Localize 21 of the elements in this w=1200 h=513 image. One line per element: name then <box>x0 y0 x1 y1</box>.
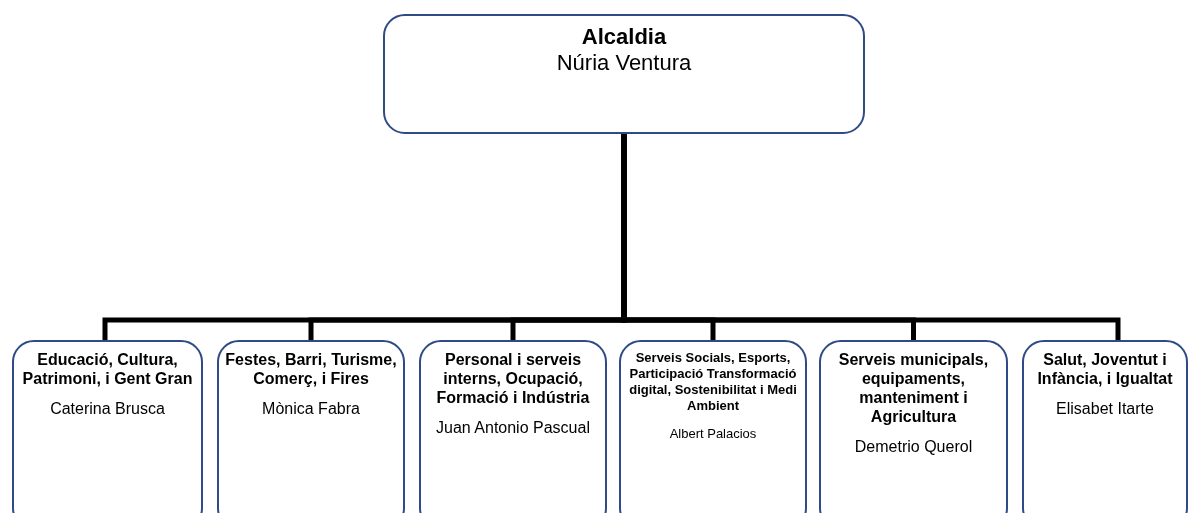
person-name: Núria Ventura <box>555 50 693 76</box>
department-box <box>217 340 405 513</box>
department-title: Serveis Socials, Esports, Participació Transformació digital, Sostenibilitat i Medi Ambient <box>628 350 798 414</box>
department-box <box>619 340 807 513</box>
department-box <box>819 340 1008 513</box>
department-box <box>1022 340 1188 513</box>
person-name: Mònica Fabra <box>261 400 361 418</box>
person-name: Albert Palacios <box>668 426 758 441</box>
mayor-box <box>383 14 865 134</box>
person-name: Demetrio Querol <box>853 438 974 456</box>
person-name: Caterina Brusca <box>49 400 166 418</box>
person-name: Juan Antonio Pascual <box>435 419 591 437</box>
department-box <box>419 340 607 513</box>
department-box <box>12 340 203 513</box>
department-title: Festes, Barri, Turisme, Comerç, i Fires <box>224 350 398 388</box>
department-title: Salut, Joventut i Infància, i Igualtat <box>1036 350 1174 388</box>
department-title: Serveis municipals, equipaments, manteniment i Agricultura <box>837 350 990 426</box>
person-name: Elisabet Itarte <box>1055 400 1155 418</box>
department-title: Personal i serveis interns, Ocupació, Formació i Indústria <box>435 350 591 407</box>
department-title: Educació, Cultura, Patrimoni, i Gent Gran <box>21 350 194 388</box>
office-title: Alcaldia <box>580 24 668 50</box>
